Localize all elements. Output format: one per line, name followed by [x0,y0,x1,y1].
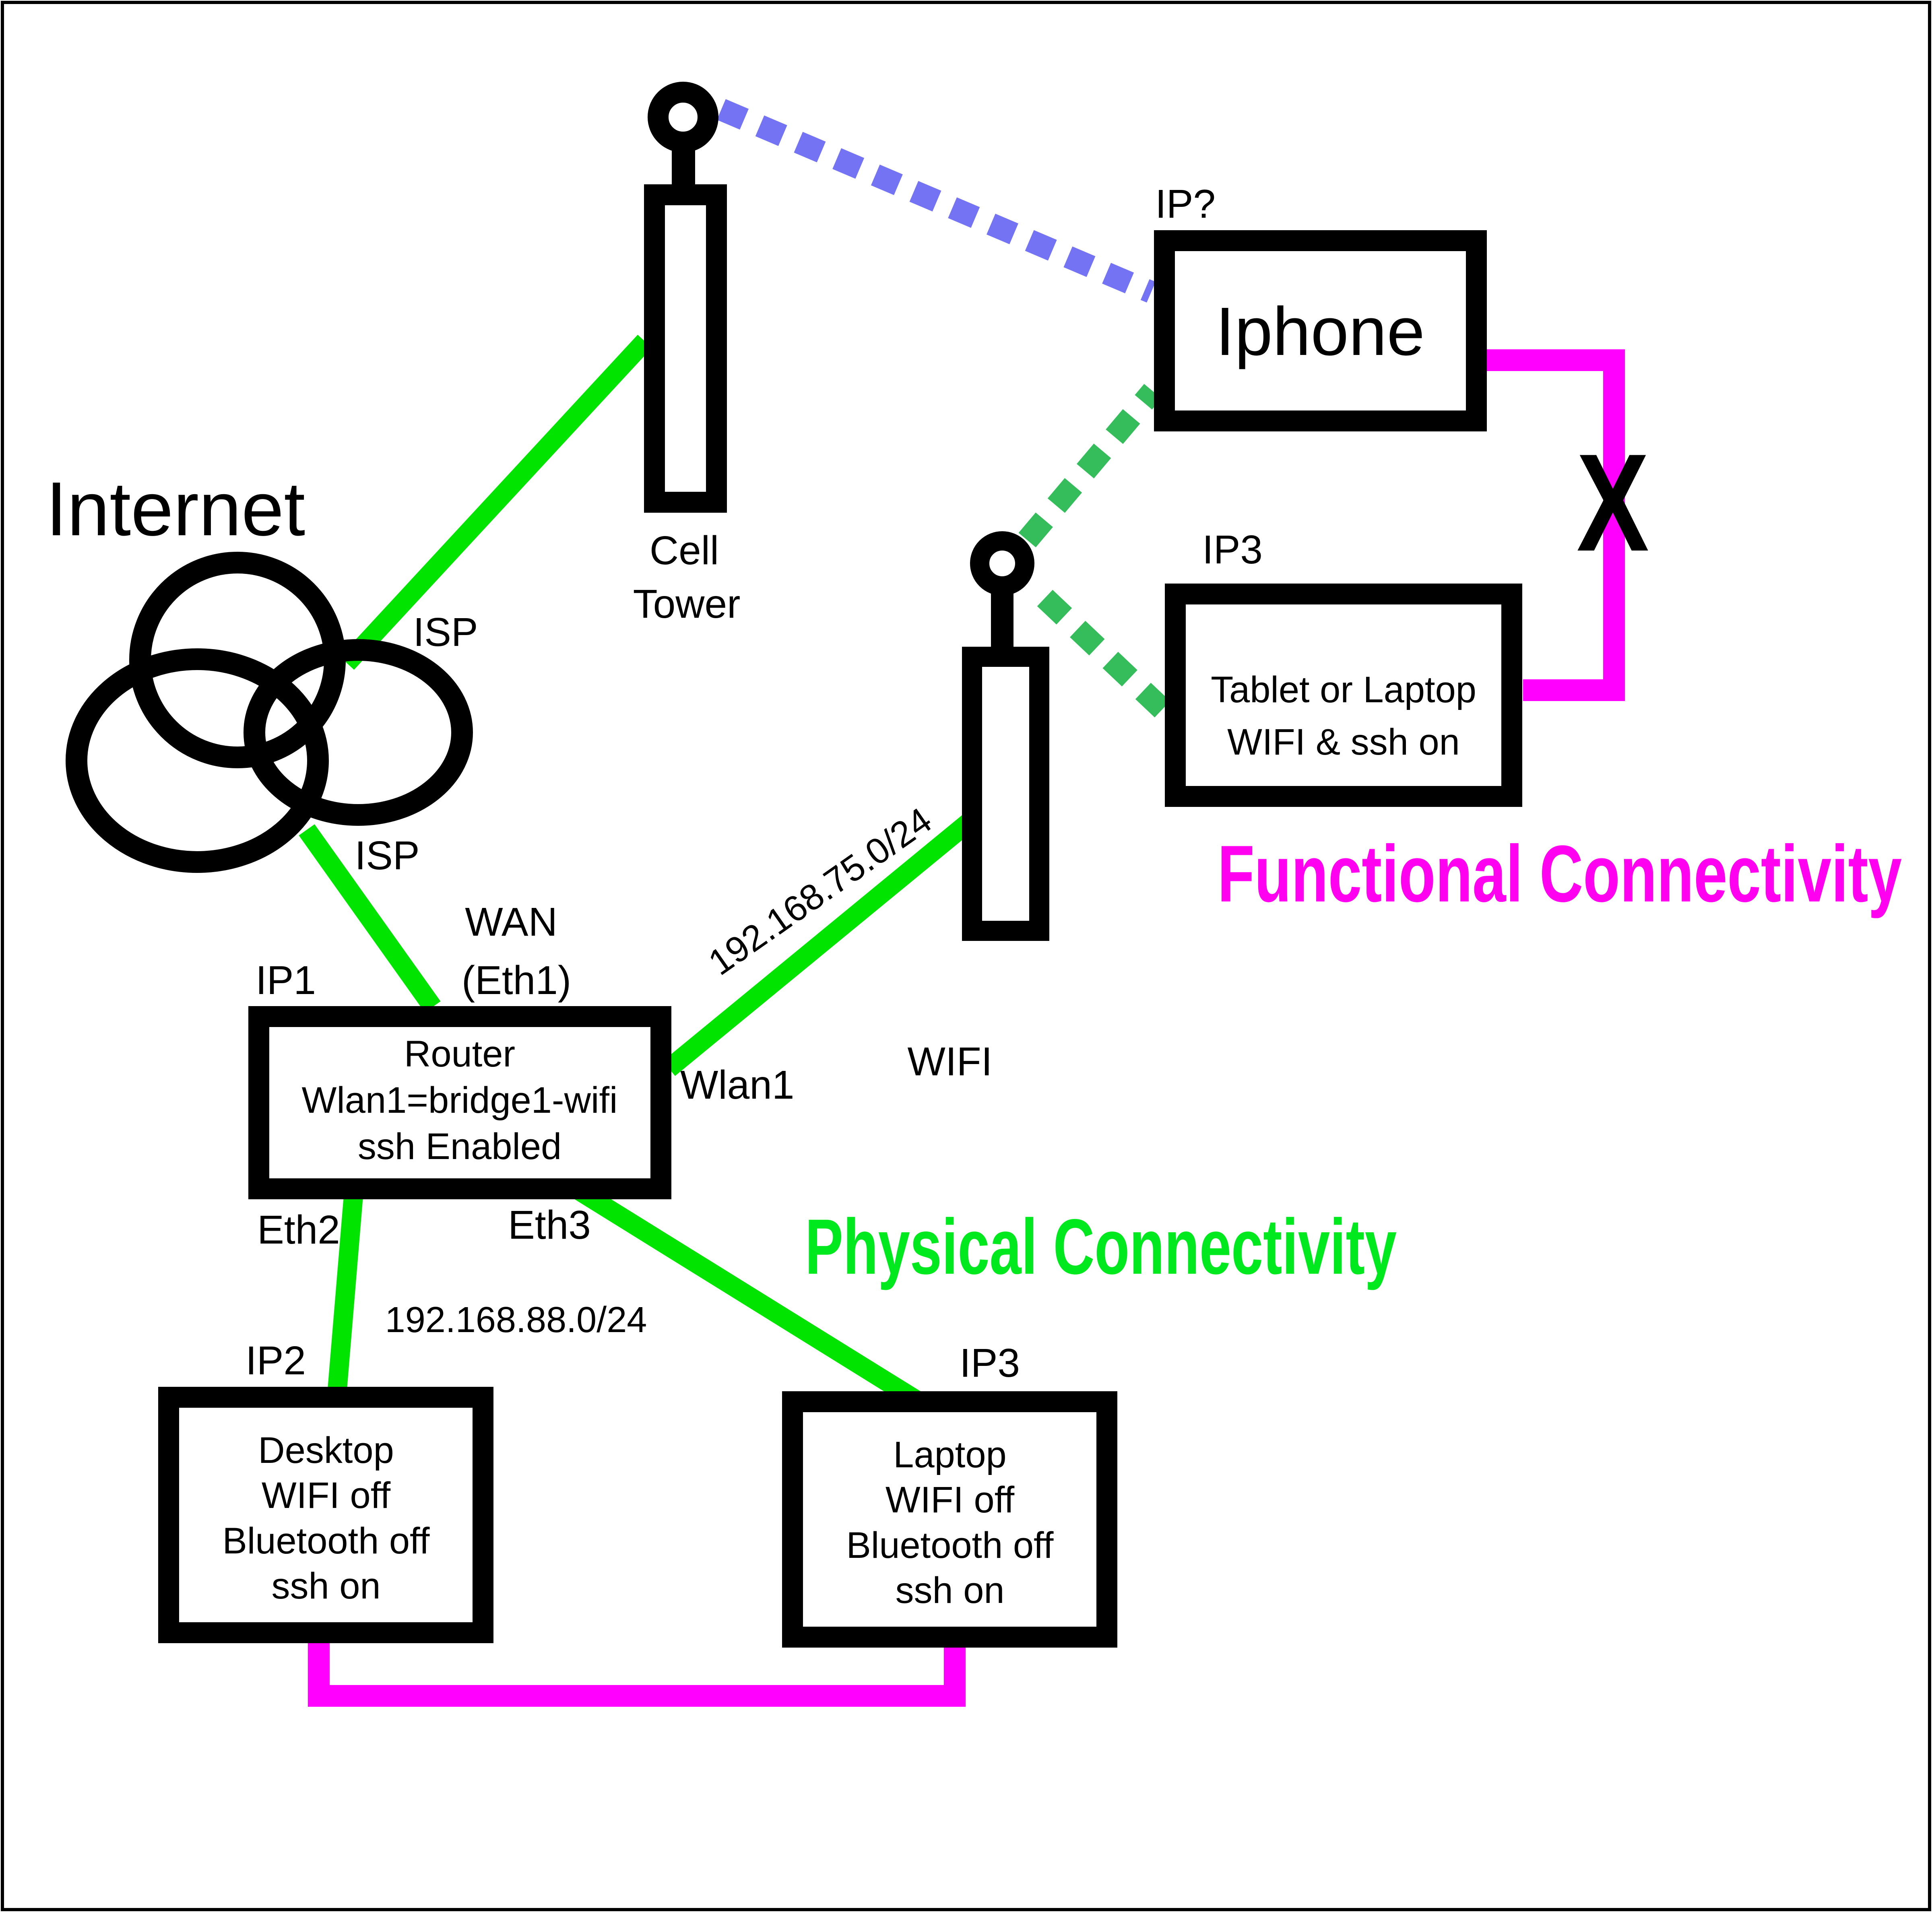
cell-tower-mast [644,184,727,513]
functional-connectivity-heading: Functional Connectivity [1218,829,1902,919]
router-body-line2: Wlan1=bridge1-wifi [302,1080,618,1121]
router-box [248,1006,671,1199]
router-wan-label: WAN [465,899,557,945]
desktop-ip-label: IP2 [246,1338,306,1383]
link-internet-to-router-wan [299,824,441,1013]
link-wifiap-to-tablet-dashed [1037,590,1173,720]
link-internet-to-celltower [340,334,652,670]
isp-label-lower: ISP [355,833,419,878]
laptop-ip-label: IP3 [960,1341,1020,1386]
physical-connectivity-heading: Physical Connectivity [805,1203,1397,1291]
router-wan-port-label: (Eth1) [462,958,571,1003]
blocked-connection-x-icon: X [1577,425,1649,580]
router-eth2-port-label: Eth2 [257,1207,340,1252]
physical-links [299,334,976,1422]
wifi-antenna-mast [962,647,1049,941]
lan-subnet-label: 192.168.88.0/24 [385,1300,647,1340]
iphone-name: Iphone [1216,293,1425,370]
cell-tower-icon [644,82,727,513]
laptop-box [782,1391,1117,1648]
link-router-wlan1-to-wifi-ap [663,814,976,1076]
cell-tower-antenna-ring [648,82,718,153]
router-ip-label: IP1 [256,958,316,1003]
tablet-name-line2: WIFI & ssh on [1227,722,1460,763]
link-desktop-to-laptop-functional [308,1641,966,1707]
functional-links [308,349,1625,1707]
tablet-ip-label: IP3 [1202,527,1263,572]
cell-tower-label-line1: Cell [650,528,719,573]
router-wlan1-port-label: Wlan1 [680,1062,794,1108]
cloud-ring-right [244,639,473,826]
wifi-antenna-neck [991,586,1013,650]
desktop-body-line4: ssh on [271,1565,380,1607]
laptop-body-line1: Laptop [893,1434,1006,1475]
desktop-body-line3: Bluetooth off [223,1520,430,1561]
desktop-box [158,1387,493,1643]
iphone-ip-label: IP? [1155,182,1216,227]
tablet-name-line1: Tablet or Laptop [1211,669,1476,710]
cell-tower-label-line2: Tower [633,582,741,627]
link-router-eth2-to-desktop [328,1195,363,1390]
laptop-body-line2: WIFI off [886,1479,1015,1520]
internet-cloud-icon [66,552,473,873]
cloud-ring-left [66,648,329,873]
wifi-antenna-icon [962,531,1049,941]
laptop-body-line4: ssh on [895,1570,1004,1611]
tablet-box [1165,584,1522,807]
isp-label-upper: ISP [413,610,478,655]
iphone-box [1154,230,1487,431]
link-iphone-to-tablet-functional [1486,349,1625,701]
link-celltower-to-iphone-dashed [717,99,1156,303]
link-router-eth3-to-laptop [570,1180,943,1422]
desktop-body-line2: WIFI off [262,1475,391,1516]
link-wifiap-to-iphone-dashed [1018,384,1162,548]
wifi-label: WIFI [907,1039,992,1084]
router-body-line3: ssh Enabled [358,1126,561,1167]
router-body-line1: Router [404,1033,515,1075]
router-eth3-port-label: Eth3 [508,1202,591,1248]
wifi-antenna-ring [970,531,1034,596]
laptop-body-line3: Bluetooth off [846,1525,1054,1566]
wireless-links [717,99,1173,720]
desktop-body-line1: Desktop [258,1430,394,1471]
internet-label: Internet [46,466,305,552]
